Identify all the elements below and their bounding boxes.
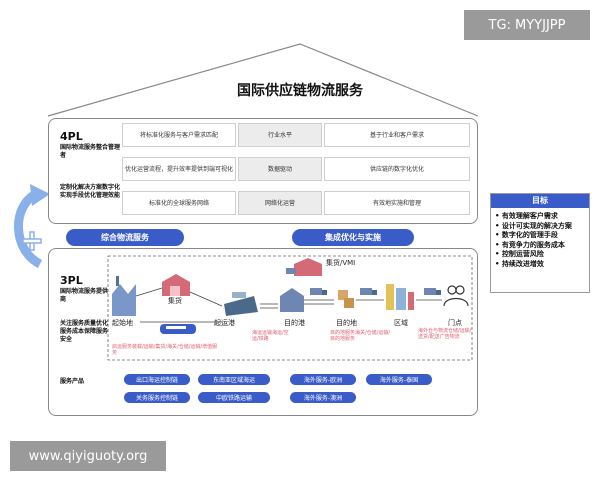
truck-icon (360, 288, 377, 295)
grid-cell: 有效地实施和管理 (324, 191, 470, 215)
product-pill: 出口海运控制链 (124, 374, 190, 385)
node-door: 门点 (448, 319, 462, 327)
cycle-arrow-icon (14, 184, 50, 269)
page-title: 国际供应链物流服务 (237, 83, 363, 99)
truck-icon (286, 268, 296, 274)
flow-arrows (135, 287, 442, 323)
goal-item: • 数字化的管理手段 (495, 231, 558, 239)
node-region: 区域 (394, 319, 408, 327)
fourpl-role: 国际物流服务整合管理者 (60, 144, 121, 159)
cargo-boxes-icon (338, 290, 354, 308)
grid-cell: 优化运营流程，提升效率提供到端可视化 (122, 157, 236, 181)
ship-icon (224, 292, 258, 316)
goal-item: • 控制运营风险 (495, 250, 544, 258)
grid-cell: 数据驱动 (238, 157, 322, 181)
product-pill: 关务服务控制链 (124, 392, 190, 403)
logistics-flow-diagram (107, 255, 473, 361)
threepl-desc: 关注服务质量优化服务成本保障服务安全 (60, 320, 109, 343)
goal-item: • 有竞争力的服务成本 (495, 240, 565, 249)
watermark-top: TG: MYYJJPP (464, 10, 590, 40)
note-port: 海运运输海运/空运/铁路 (252, 330, 289, 342)
node-vmi: 集货/VMI (326, 259, 356, 267)
grid-cell: 将标准化服务与客户需求匹配 (122, 123, 236, 147)
watermark-bottom: www.qiyiguoty.org (10, 441, 166, 471)
goal-list: • 有效理解客户需求 • 设计可实现的解决方案 • 数字化的管理手段 • 有竞争… (491, 212, 589, 269)
note-dest: 目的地服务海关/仓储/运输/目的地服务 (330, 330, 391, 342)
flow-dashed-border (107, 255, 473, 361)
note-door: 海外仓与物流仓储/运输/送货/配送广告物流 (418, 328, 472, 340)
warehouse-icon (162, 274, 190, 296)
vmi-warehouse-icon (294, 258, 322, 276)
node-dest-port: 目的港 (284, 319, 305, 327)
product-pill: 海外服务-欧洲 (290, 374, 356, 385)
truck-icon (424, 288, 441, 295)
product-pill: 中欧铁路运输 (198, 392, 270, 403)
goal-item: • 有效理解客户需求 (495, 212, 558, 220)
product-pill: 东南亚区域海运 (198, 374, 270, 385)
node-origin: 起始地 (112, 319, 133, 327)
grid-cell: 供应链的数字化优化 (324, 157, 470, 181)
product-pill: 海外服务-泰国 (366, 374, 432, 385)
node-origin-port: 起运港 (214, 319, 235, 327)
regional-warehouse-icon (386, 284, 414, 310)
goal-box: 目标 • 有效理解客户需求 • 设计可实现的解决方案 • 数字化的管理手段 • … (490, 193, 590, 293)
integrated-logistics-pill: 综合物流服务 (66, 229, 184, 246)
node-consolidation: 集货 (168, 297, 182, 305)
dest-warehouse-icon (280, 288, 304, 312)
fourpl-name: 4PL (60, 130, 83, 143)
goal-header: 目标 (491, 194, 589, 208)
goal-item: • 持续改进增效 (495, 259, 544, 268)
products-label: 服务产品 (60, 378, 85, 385)
customers-icon (443, 285, 469, 307)
train-icon (160, 324, 196, 334)
grid-cell: 行业水平 (238, 123, 322, 147)
grid-cell: 基于行业和客户需求 (324, 123, 470, 147)
product-pill: 海外服务-澳洲 (290, 392, 356, 403)
threepl-role: 国际物流服务提供商 (60, 288, 109, 303)
node-destination: 目的地 (336, 319, 357, 327)
fourpl-desc: 定制化解决方案数字化实现手段优化管理效能 (60, 184, 121, 199)
note-origin: 启运服务装载/运输/集货/海关/仓储/运输/增值服务 (112, 344, 218, 356)
grid-cell: 标准化的全球服务网络 (122, 191, 236, 215)
threepl-name: 3PL (60, 274, 83, 287)
grid-cell: 网络化运营 (238, 191, 322, 215)
integration-optimization-pill: 集成优化与实施 (292, 229, 414, 246)
truck-icon (310, 288, 327, 295)
goal-item: • 设计可实现的解决方案 (495, 221, 572, 230)
factory-icon (112, 276, 136, 316)
threepl-panel (48, 248, 478, 416)
roof-outline (47, 43, 479, 117)
